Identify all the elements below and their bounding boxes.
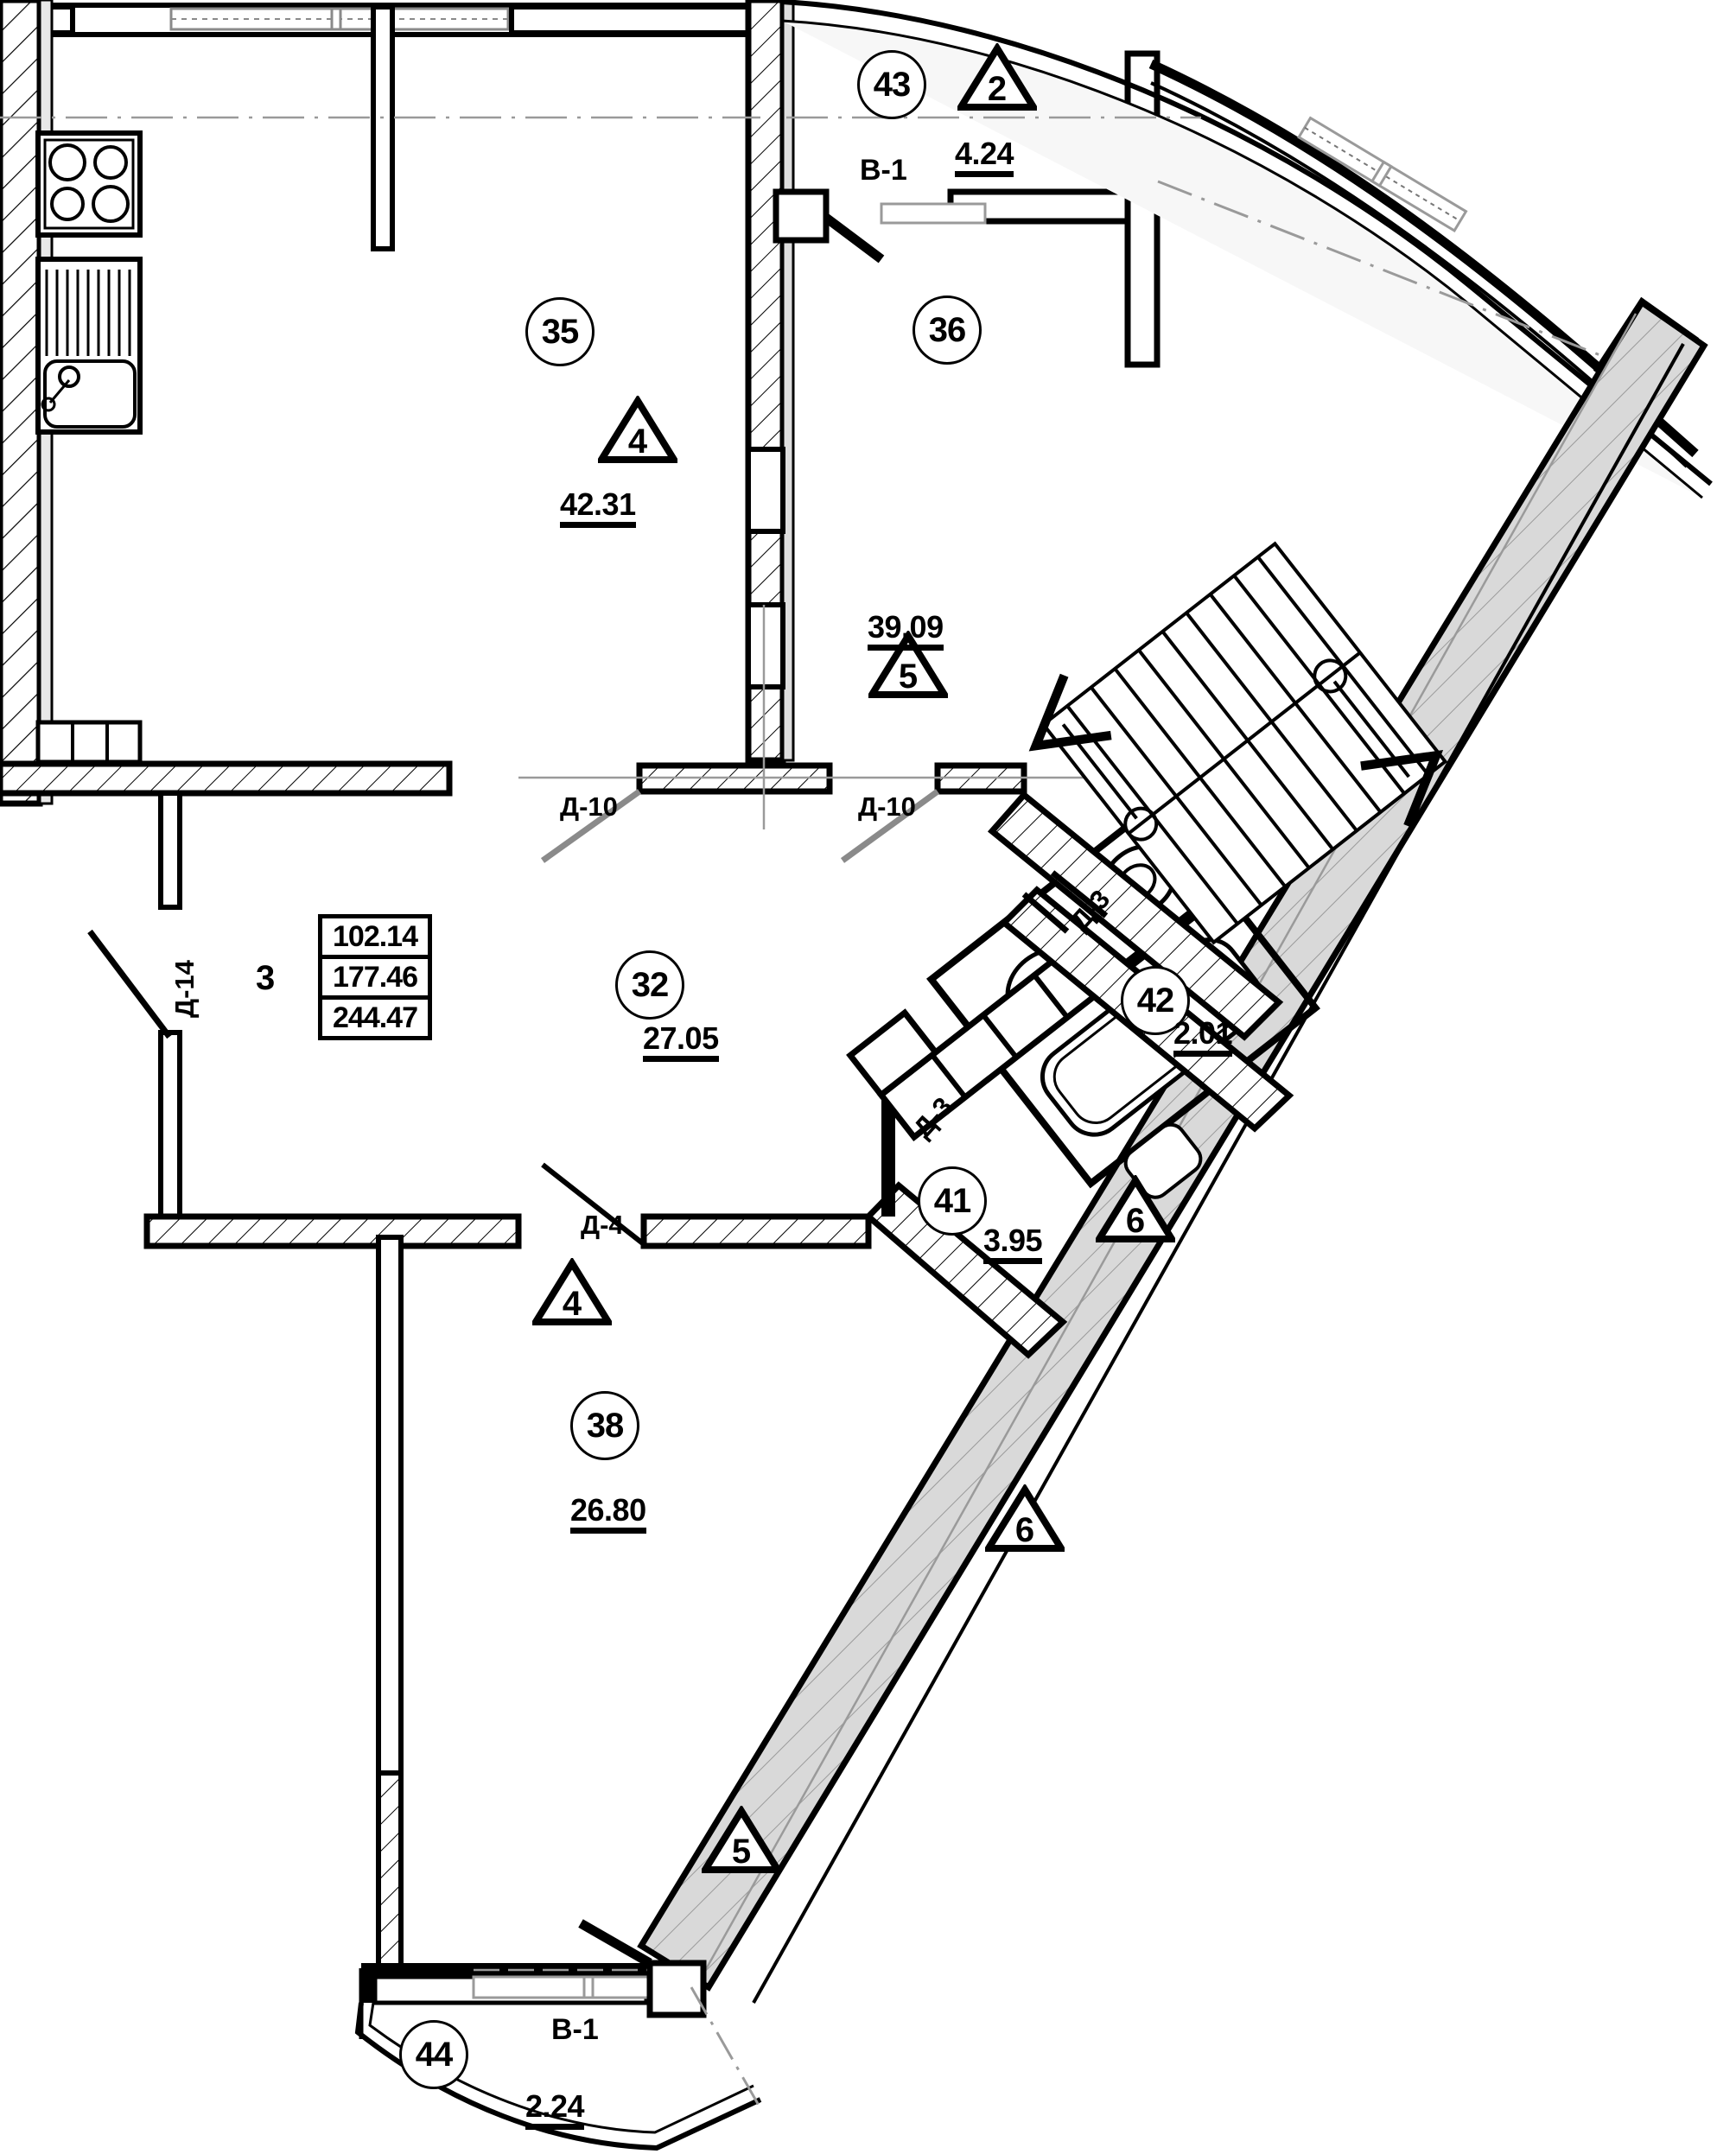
room-area-32: 27.05 <box>643 1023 719 1062</box>
room-category-38-value: 5 <box>731 1833 752 1871</box>
room-category-43: 2 <box>957 43 1037 112</box>
door-label-d14: Д-14 <box>169 960 200 1018</box>
room-number-36: 36 <box>913 295 982 365</box>
staircase <box>1028 541 1448 945</box>
kitchen-fixtures <box>35 130 143 765</box>
room-area-36: 39.09 <box>868 612 944 651</box>
room-area-38: 26.80 <box>570 1495 646 1534</box>
room-area-43: 4.24 <box>955 138 1014 177</box>
room-number-41: 41 <box>918 1166 987 1236</box>
room-area-41: 3.95 <box>983 1225 1043 1264</box>
room-category-42-value: 6 <box>1125 1202 1146 1240</box>
summary-total-area: 244.47 <box>322 995 428 1036</box>
door-label-d10-a: Д-10 <box>560 791 618 822</box>
room-number-42: 42 <box>1121 966 1190 1035</box>
room-code-44: В-1 <box>551 2013 599 2046</box>
room-category-41: 6 <box>985 1484 1065 1554</box>
room-category-38: 5 <box>702 1806 781 1875</box>
door-label-d4: Д-4 <box>581 1210 624 1240</box>
room-area-44: 2.24 <box>525 2091 585 2130</box>
room-area-42: 2.01 <box>1173 1018 1233 1057</box>
room-code-43: В-1 <box>860 154 907 187</box>
room-category-32-value: 4 <box>562 1285 582 1323</box>
room-category-32: 4 <box>532 1258 612 1327</box>
room-number-32: 32 <box>615 950 684 1020</box>
room-category-41-value: 6 <box>1014 1511 1035 1549</box>
room-number-38: 38 <box>570 1391 639 1460</box>
room-number-35: 35 <box>525 297 595 366</box>
room-area-35: 42.31 <box>560 489 636 528</box>
door-label-d10-b: Д-10 <box>858 791 916 822</box>
room-number-43: 43 <box>857 50 926 119</box>
room-number-44: 44 <box>399 2020 468 2089</box>
summary-usable-area: 177.46 <box>322 955 428 995</box>
room-category-35: 4 <box>598 396 677 465</box>
summary-living-area: 102.14 <box>333 920 418 953</box>
summary-room-count: 3 <box>256 959 276 997</box>
room-category-36: 5 <box>868 631 948 700</box>
room-category-35-value: 4 <box>627 423 648 461</box>
room-category-42: 6 <box>1096 1175 1175 1244</box>
room-category-36-value: 5 <box>898 658 919 696</box>
summary-areas-table: 102.14 177.46 244.47 <box>318 914 432 1041</box>
room-category-43-value: 2 <box>987 70 1008 108</box>
